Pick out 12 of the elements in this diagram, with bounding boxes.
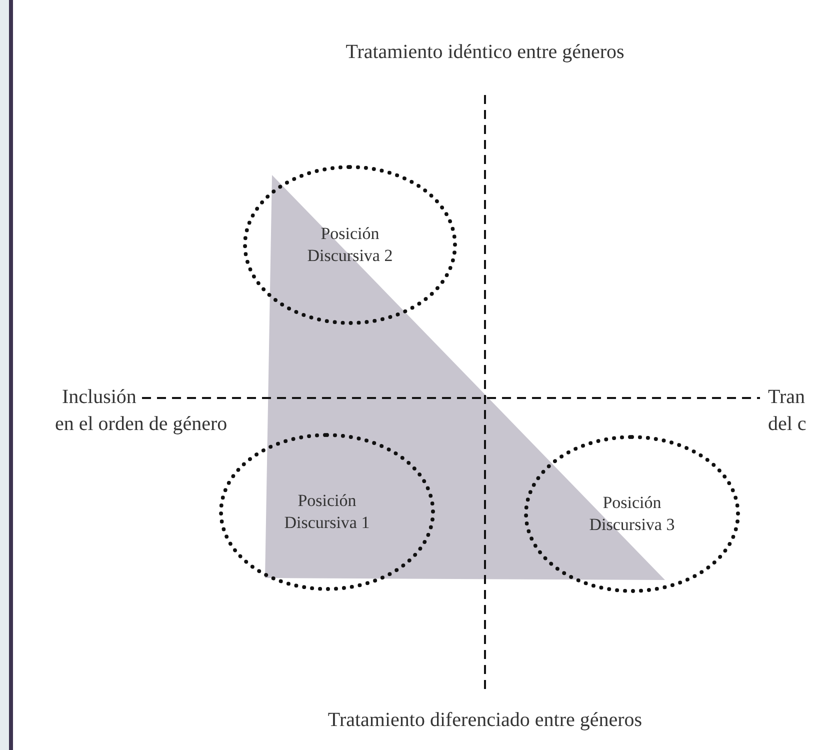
position-label: Posición Discursiva 3 [588,492,676,536]
position-label: Posición Discursiva 1 [283,490,371,534]
axis-label: Inclusión [62,385,136,409]
position-label: Posición Discursiva 2 [306,222,394,267]
axis-label: Tran [768,385,806,409]
dotted-ellipse [524,435,740,593]
dotted-ellipse [219,433,435,591]
axis-label: Tratamiento diferenciado entre géneros [328,708,642,732]
axis-label: Tratamiento idéntico entre géneros [346,40,624,64]
axis-label: del c [768,412,806,436]
dotted-ellipse [243,165,457,325]
axis-label: en el orden de género [55,412,228,436]
